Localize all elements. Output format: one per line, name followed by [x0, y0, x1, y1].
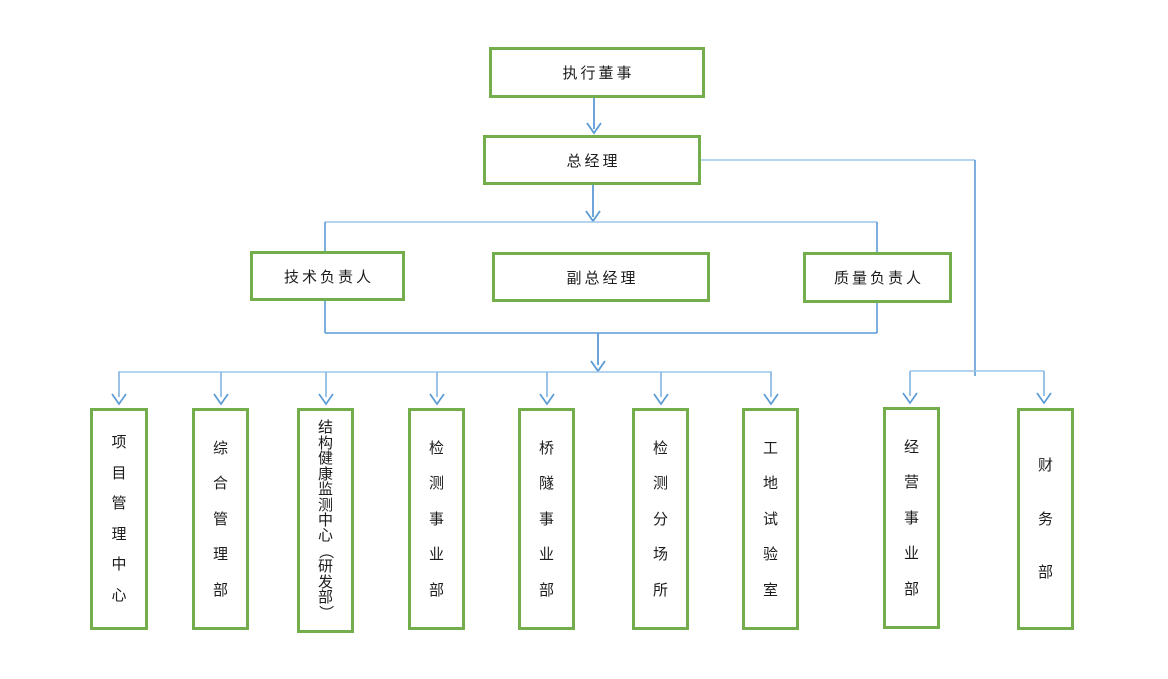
org-node-label-char: 验	[762, 546, 778, 563]
org-node-label-char: 隧	[538, 475, 554, 492]
org-node-label-char: 部	[428, 581, 444, 599]
org-node-label-char: 业	[428, 546, 444, 563]
org-node-label-char: 结	[317, 419, 333, 437]
org-node-label-char: 事	[903, 509, 919, 527]
org-node-label-char: 理	[212, 546, 228, 563]
org-node-site-laboratory[interactable]: 工地试验室	[742, 408, 799, 630]
org-node-label-char: ）	[316, 605, 334, 621]
org-node-general-manager[interactable]: 总经理	[483, 135, 701, 185]
org-node-label-char: 测	[652, 475, 668, 492]
org-node-label: 质量负责人	[833, 270, 924, 287]
org-node-label-char: 康	[317, 465, 333, 483]
org-node-label-char: 发	[317, 573, 333, 591]
org-node-label-char: 桥	[538, 439, 554, 457]
org-node-quality-lead[interactable]: 质量负责人	[803, 252, 952, 303]
org-node-label-char: （	[316, 543, 334, 559]
org-node-label-char: 目	[111, 464, 127, 482]
org-node-label-char: 合	[212, 475, 228, 492]
org-node-label-char: 心	[111, 586, 127, 604]
org-node-label-char: 部	[538, 581, 554, 599]
org-node-label-char: 事	[538, 510, 554, 528]
org-node-label-char: 管	[111, 495, 127, 513]
org-node-label: 副总经理	[566, 269, 639, 287]
org-node-label-char: 测	[317, 496, 333, 514]
org-node-label-char: 工	[762, 439, 778, 457]
org-node-executive-director[interactable]: 执行董事	[489, 47, 705, 98]
org-node-label-char: 项	[111, 434, 127, 452]
org-node-label-char: 管	[212, 510, 228, 528]
org-node-label-char: 健	[317, 450, 333, 468]
org-node-label-char: 检	[428, 439, 444, 457]
org-node-label-char: 务	[1037, 510, 1053, 528]
org-node-label-char: 场	[652, 546, 668, 563]
org-node-label-char: 营	[903, 474, 919, 491]
org-node-label-char: 试	[762, 510, 778, 528]
org-node-testing-branch-site[interactable]: 检测分场所	[632, 408, 689, 630]
org-node-label-char: 部	[212, 581, 228, 599]
org-node-label-char: 经	[903, 438, 919, 456]
org-node-label-char: 综	[212, 439, 228, 457]
org-node-label-char: 中	[111, 556, 127, 574]
org-node-label-char: 部	[317, 589, 333, 607]
org-node-structural-health-monitoring-center[interactable]: 结构健康监测中心（研发部）	[297, 408, 354, 633]
org-node-label-char: 事	[428, 510, 444, 528]
org-node-finance-dept[interactable]: 财务部	[1017, 408, 1074, 630]
org-node-deputy-general-manager[interactable]: 副总经理	[492, 252, 710, 302]
org-node-label-char: 部	[1037, 563, 1053, 581]
org-node-label-char: 所	[652, 581, 668, 599]
org-node-label-char: 财	[1037, 457, 1053, 475]
org-node-label-char: 地	[762, 475, 778, 492]
org-node-label: 执行董事	[562, 65, 635, 82]
org-node-label-char: 业	[538, 546, 554, 563]
org-node-label-char: 监	[317, 481, 333, 499]
org-node-technical-lead[interactable]: 技术负责人	[250, 251, 405, 301]
org-node-label: 总经理	[566, 152, 621, 170]
org-node-general-management-dept[interactable]: 综合管理部	[192, 408, 249, 630]
org-node-label-char: 心	[317, 527, 333, 545]
org-node-label-char: 中	[317, 511, 333, 529]
org-node-label-char: 业	[903, 545, 919, 562]
org-node-label-char: 测	[428, 475, 444, 492]
org-node-label-char: 研	[317, 558, 333, 576]
org-node-label-char: 分	[652, 510, 668, 528]
org-node-label: 技术负责人	[283, 268, 374, 286]
org-node-project-management-center[interactable]: 项目管理中心	[90, 408, 148, 630]
org-node-bridge-tunnel-business-dept[interactable]: 桥隧事业部	[518, 408, 575, 630]
org-node-operations-business-dept[interactable]: 经营事业部	[883, 407, 940, 629]
org-node-testing-business-dept[interactable]: 检测事业部	[408, 408, 465, 630]
org-node-label-char: 理	[111, 525, 127, 543]
org-node-label-char: 检	[652, 439, 668, 457]
org-node-label-char: 室	[762, 581, 778, 599]
org-node-label-char: 构	[317, 434, 333, 452]
org-node-label-char: 部	[903, 580, 919, 598]
